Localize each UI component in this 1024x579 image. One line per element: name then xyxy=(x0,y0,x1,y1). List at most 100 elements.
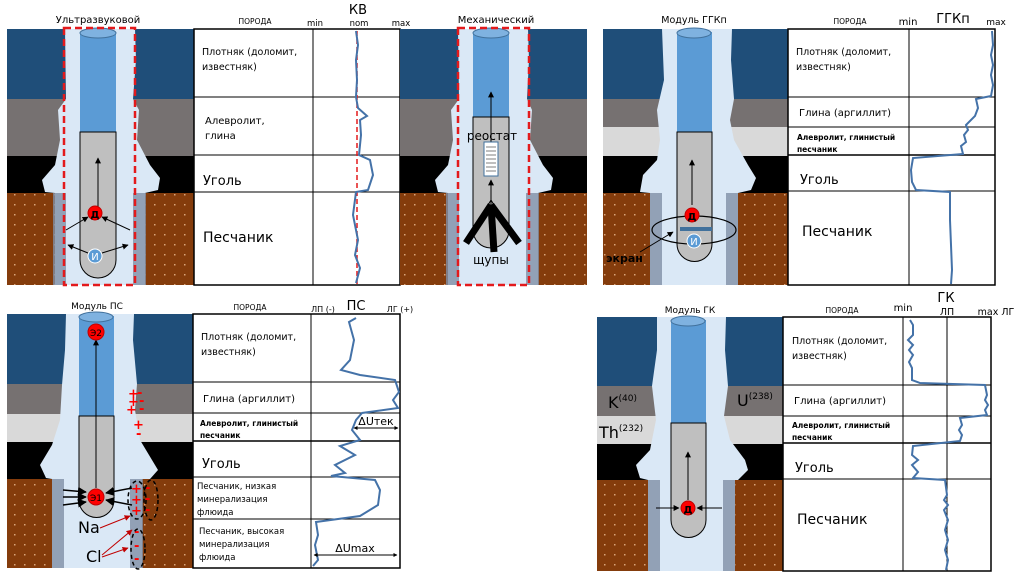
svg-text:-: - xyxy=(145,492,150,507)
panel-ggkp: Д И экран Модуль ГГКп ПОРОДА min ГГКп ma… xyxy=(603,12,1006,286)
svg-text:Глина (аргиллит): Глина (аргиллит) xyxy=(203,394,295,405)
probes-icon xyxy=(463,202,522,253)
svg-text:Песчаник, высокая: Песчаник, высокая xyxy=(199,527,284,537)
detector-icon xyxy=(680,500,696,516)
svg-text:+: + xyxy=(128,395,139,410)
svg-text:Песчаник, низкая: Песчаник, низкая xyxy=(197,482,276,492)
svg-text:глина: глина xyxy=(205,131,236,142)
svg-text:Глина (аргиллит): Глина (аргиллит) xyxy=(799,108,891,119)
panel-title: Ультразвуковой xyxy=(56,15,140,26)
svg-text:Д: Д xyxy=(688,212,697,223)
detector-icon xyxy=(87,205,103,221)
svg-text:Уголь: Уголь xyxy=(800,173,839,188)
svg-text:Алевролит, глинистый: Алевролит, глинистый xyxy=(200,419,298,428)
svg-text:минерализация: минерализация xyxy=(197,495,267,505)
svg-text:Алевролит, глинистый: Алевролит, глинистый xyxy=(797,133,895,142)
log-title: КВ xyxy=(349,3,367,18)
svg-text:Th(232): Th(232) xyxy=(598,423,643,442)
panel-title: Модуль ПС xyxy=(71,302,123,312)
svg-text:K(40): K(40) xyxy=(608,393,637,412)
svg-text:-: - xyxy=(134,552,139,567)
svg-text:Плотняк (доломит,: Плотняк (доломит, xyxy=(796,47,891,58)
log-title: ГГКп xyxy=(936,12,970,27)
electrode1-icon xyxy=(87,488,105,506)
svg-text:-: - xyxy=(134,539,139,554)
svg-text:Глина (аргиллит): Глина (аргиллит) xyxy=(794,396,886,407)
svg-text:Песчаник: Песчаник xyxy=(802,224,872,240)
svg-text:U(238): U(238) xyxy=(737,391,773,410)
svg-text:известняк): известняк) xyxy=(202,62,257,73)
svg-text:Уголь: Уголь xyxy=(795,461,834,476)
svg-text:песчаник: песчаник xyxy=(797,145,837,154)
svg-text:+: + xyxy=(131,504,142,519)
source-icon xyxy=(686,233,702,249)
panel-ultrasonic: Д И Ультразвуковой ПОРОДА min КВ nom max… xyxy=(7,3,411,287)
svg-text:известняк): известняк) xyxy=(792,351,847,362)
panel-ps: Э2 Э1 + + + + - - - - + + + - - - - - xyxy=(7,299,413,570)
svg-text:nom: nom xyxy=(350,19,369,29)
svg-text:Э2: Э2 xyxy=(90,329,102,339)
svg-text:экран: экран xyxy=(606,252,643,265)
svg-text:Алевролит,: Алевролит, xyxy=(205,116,265,127)
svg-text:минерализация: минерализация xyxy=(199,540,269,550)
svg-text:Плотняк (доломит,: Плотняк (доломит, xyxy=(201,332,296,343)
svg-text:ЛП (-): ЛП (-) xyxy=(311,305,335,314)
svg-text:Д: Д xyxy=(91,210,100,221)
du-current-label: ΔUтек xyxy=(358,415,394,428)
svg-text:щупы: щупы xyxy=(473,253,509,267)
svg-text:+: + xyxy=(131,482,142,497)
panel-title: Модуль ГГКп xyxy=(661,15,726,26)
svg-text:ПОРОДА: ПОРОДА xyxy=(826,306,860,315)
svg-text:ПОРОДА: ПОРОДА xyxy=(234,303,268,312)
source-icon xyxy=(87,248,103,264)
gk-log-curve xyxy=(906,319,990,571)
svg-text:известняк): известняк) xyxy=(796,62,851,73)
svg-text:-: - xyxy=(139,402,144,417)
svg-text:Плотняк (доломит,: Плотняк (доломит, xyxy=(202,47,297,58)
ion-cl-label: Cl xyxy=(86,547,102,566)
svg-text:+: + xyxy=(128,387,139,402)
panel-title: Механический xyxy=(458,15,534,26)
svg-text:Песчаник: Песчаник xyxy=(797,512,867,528)
log-table xyxy=(787,28,996,286)
svg-text:max: max xyxy=(392,19,411,29)
svg-text:-: - xyxy=(139,394,144,409)
svg-text:флюида: флюида xyxy=(199,553,235,563)
svg-text:ПОРОДА: ПОРОДА xyxy=(239,17,273,26)
ggkp-log-curve xyxy=(909,30,995,285)
svg-text:флюида: флюида xyxy=(197,508,233,518)
svg-text:+: + xyxy=(126,403,137,418)
panel-mechanical: реостат щупы Механический xyxy=(400,15,587,287)
svg-text:ПОРОДА: ПОРОДА xyxy=(834,17,868,26)
svg-text:min: min xyxy=(894,303,913,314)
svg-text:Алевролит, глинистый: Алевролит, глинистый xyxy=(792,421,890,430)
svg-text:И: И xyxy=(690,237,697,248)
svg-text:Уголь: Уголь xyxy=(202,457,241,472)
electrode2-icon xyxy=(87,323,105,341)
svg-text:известняк): известняк) xyxy=(201,347,256,358)
svg-text:-: - xyxy=(134,525,139,540)
svg-text:песчаник: песчаник xyxy=(200,431,240,440)
svg-text:-: - xyxy=(137,386,142,401)
ultrasonic-frame xyxy=(62,26,137,287)
svg-text:Э1: Э1 xyxy=(90,494,102,504)
svg-text:max: max xyxy=(986,18,1006,28)
svg-text:ЛП: ЛП xyxy=(940,307,954,318)
kv-log-curve xyxy=(351,30,375,284)
svg-text:Уголь: Уголь xyxy=(203,174,242,189)
svg-text:Песчаник: Песчаник xyxy=(203,230,273,246)
panel-title: Модуль ГК xyxy=(665,306,716,316)
du-max-label: ΔUmax xyxy=(335,542,375,555)
log-title: ГК xyxy=(937,291,954,306)
svg-text:+: + xyxy=(131,493,142,508)
svg-text:max ЛГ: max ЛГ xyxy=(978,307,1015,318)
svg-text:Д: Д xyxy=(684,505,693,516)
probe-upper xyxy=(80,32,116,132)
svg-text:min: min xyxy=(899,17,918,28)
svg-text:-: - xyxy=(145,503,150,518)
svg-text:-: - xyxy=(145,481,150,496)
screen-icon xyxy=(680,227,712,231)
detector-icon xyxy=(684,207,700,223)
svg-text:ЛГ (+): ЛГ (+) xyxy=(387,305,413,314)
